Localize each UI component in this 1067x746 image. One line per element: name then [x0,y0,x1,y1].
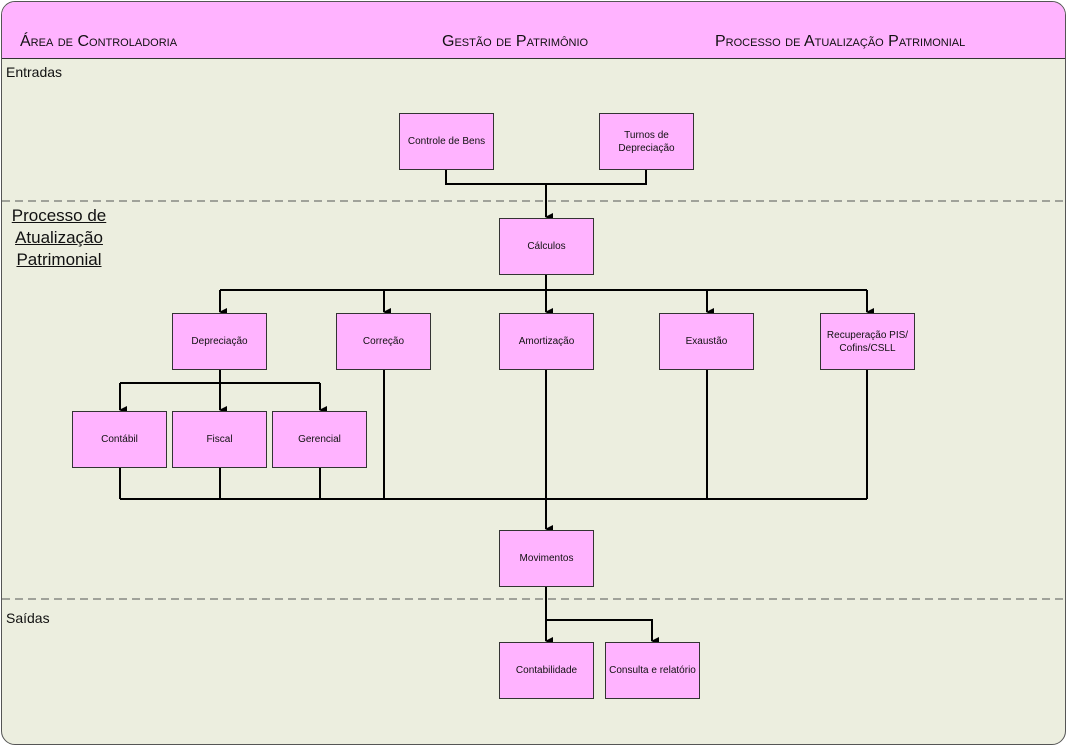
node-contabilidade: Contabilidade [499,642,594,699]
header: Área de Controladoria Gestão de Patrimôn… [2,2,1065,59]
node-depreciacao: Depreciação [172,313,267,370]
header-area: Área de Controladoria [20,33,178,50]
node-controle-de-bens: Controle de Bens [399,113,494,170]
node-amortizacao: Amortização [499,313,594,370]
node-correcao: Correção [336,313,431,370]
header-processo: Processo de Atualização Patrimonial [715,33,966,50]
node-recuperacao: Recuperação PIS/ Cofins/CSLL [820,313,915,370]
header-gestao: Gestão de Patrimônio [442,33,589,50]
node-calculos: Cálculos [499,218,594,275]
lane-saidas: Saídas [6,610,50,626]
node-fiscal: Fiscal [172,411,267,468]
node-gerencial: Gerencial [272,411,367,468]
node-consulta-e-relatorio: Consulta e relatório [605,642,700,699]
lane-entradas: Entradas [6,64,63,80]
node-exaustao: Exaustão [659,313,754,370]
lane-dividers [2,200,1065,600]
lane-processo: Processo de Atualização Patrimonial [11,206,107,269]
node-turnos-de-depreciacao: Turnos de Depreciação [599,113,694,170]
node-movimentos: Movimentos [499,530,594,587]
node-contabil: Contábil [72,411,167,468]
